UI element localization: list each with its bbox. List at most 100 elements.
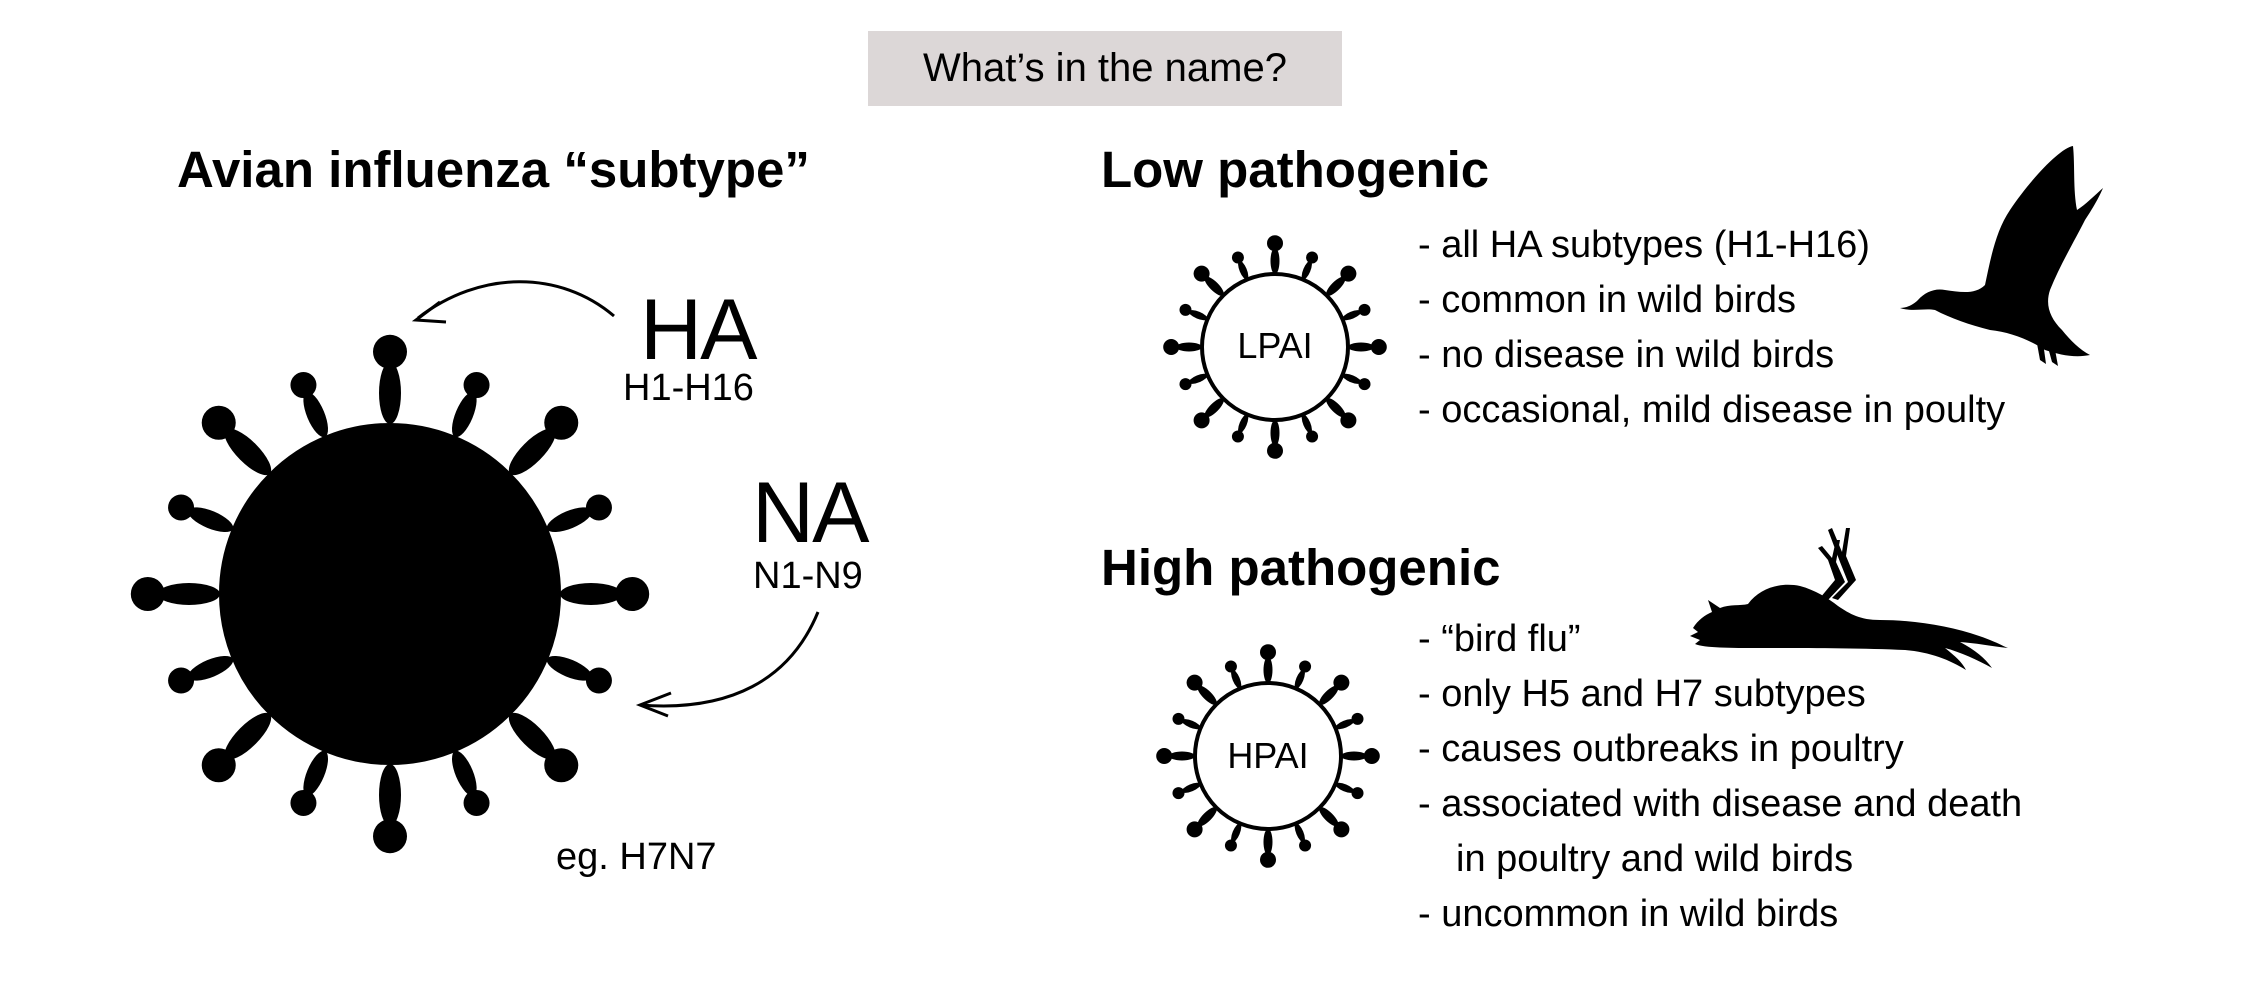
title-banner: What’s in the name?	[868, 31, 1342, 106]
list-item: - only H5 and H7 subtypes	[1418, 673, 1866, 715]
spike-head	[1231, 251, 1244, 264]
spike-stem	[1181, 719, 1201, 730]
list-item: - associated with disease and death	[1418, 783, 2023, 825]
spike-head	[1363, 748, 1380, 764]
title-text: What’s in the name?	[923, 46, 1287, 90]
spike-stem	[1197, 685, 1217, 705]
virus-body	[219, 423, 561, 765]
list-item: - occasional, mild disease in poulty	[1418, 389, 2006, 431]
spike-stem	[1326, 398, 1346, 418]
arrow-ha-icon	[411, 280, 615, 324]
spike-head	[1340, 265, 1357, 282]
spike-stem	[188, 655, 234, 681]
spike-stem	[303, 750, 329, 796]
hpai-label: HPAI	[1227, 735, 1309, 776]
spike-stem	[1169, 751, 1195, 761]
spike-head	[1370, 339, 1387, 355]
spike-stem	[1238, 260, 1249, 280]
spike-head	[1179, 303, 1192, 316]
dead-bird-icon	[1690, 528, 2008, 670]
spike-stem	[1319, 807, 1339, 827]
spike-head	[1306, 251, 1319, 264]
spike-head	[585, 494, 612, 521]
low-pathogenic-heading: Low pathogenic	[1101, 141, 1490, 198]
ha-range: H1-H16	[623, 367, 754, 409]
spike-head	[1260, 644, 1276, 661]
spike-stem	[560, 583, 622, 605]
spike-head	[201, 748, 236, 783]
spike-stem	[1188, 310, 1208, 321]
spike-stem	[451, 750, 477, 796]
spike-stem	[451, 392, 477, 438]
spike-stem	[1231, 823, 1242, 843]
flying-duck-icon	[1900, 146, 2103, 366]
list-item: in poultry and wild birds	[1456, 838, 1854, 880]
spike-stem	[188, 507, 234, 533]
spike-head	[1351, 712, 1364, 725]
list-item: - common in wild birds	[1418, 279, 1796, 321]
spike-head	[1186, 821, 1203, 838]
spike-stem	[1342, 373, 1362, 384]
spike-stem	[546, 655, 592, 681]
spike-head	[1306, 430, 1319, 443]
spike-head	[1267, 235, 1283, 252]
spike-head	[544, 405, 579, 440]
spike-stem	[1263, 657, 1273, 683]
spike-head	[1358, 378, 1371, 391]
spike-head	[168, 494, 195, 521]
high-pathogenic-bullets: - “bird flu” - only H5 and H7 subtypes -…	[1418, 612, 2022, 942]
spike-head	[373, 819, 407, 854]
spike-head	[1351, 787, 1364, 800]
spike-head	[1231, 430, 1244, 443]
ha-label: HA	[640, 282, 757, 378]
spike-head	[1299, 660, 1312, 673]
spike-stem	[1188, 373, 1208, 384]
spike-stem	[1270, 248, 1280, 274]
spike-stem	[1335, 719, 1355, 730]
spike-stem	[158, 583, 220, 605]
spike-head	[1299, 839, 1312, 852]
spike-head	[1172, 712, 1185, 725]
spike-head	[373, 334, 407, 369]
spike-head	[130, 577, 165, 611]
spike-stem	[1301, 260, 1312, 280]
spike-head	[463, 372, 490, 399]
arrow-na-icon	[635, 611, 820, 718]
spike-stem	[1348, 342, 1374, 352]
virus-icon	[130, 334, 650, 854]
spike-head	[1267, 442, 1283, 459]
spike-stem	[379, 764, 401, 826]
spike-head	[585, 667, 612, 694]
example-subtype: eg. H7N7	[556, 836, 717, 878]
spike-head	[201, 405, 236, 440]
spike-head	[1163, 339, 1180, 355]
spike-stem	[1326, 276, 1346, 296]
spike-head	[1172, 787, 1185, 800]
spike-stem	[1263, 829, 1273, 855]
spike-stem	[1301, 414, 1312, 434]
virus-body	[1200, 272, 1350, 422]
list-item: - no disease in wild birds	[1418, 334, 1835, 376]
spike-stem	[508, 712, 556, 760]
spike-head	[1193, 265, 1210, 282]
spike-stem	[224, 428, 272, 476]
spike-stem	[1294, 669, 1305, 689]
list-item: - “bird flu”	[1418, 618, 1581, 660]
lpai-virus-icon	[1163, 235, 1387, 459]
spike-stem	[224, 712, 272, 760]
spike-stem	[379, 362, 401, 424]
spike-head	[290, 372, 317, 399]
spike-head	[290, 789, 317, 816]
spike-head	[1260, 851, 1276, 868]
lpai-label: LPAI	[1237, 325, 1313, 366]
subtype-heading: Avian influenza “subtype”	[177, 141, 810, 198]
spike-head	[463, 789, 490, 816]
list-item: - all HA subtypes (H1-H16)	[1418, 224, 1870, 266]
spike-stem	[1181, 782, 1201, 793]
spike-stem	[1197, 807, 1217, 827]
spike-stem	[1176, 342, 1202, 352]
spike-head	[1179, 378, 1192, 391]
spike-stem	[1270, 420, 1280, 446]
virus-body	[1193, 681, 1343, 831]
